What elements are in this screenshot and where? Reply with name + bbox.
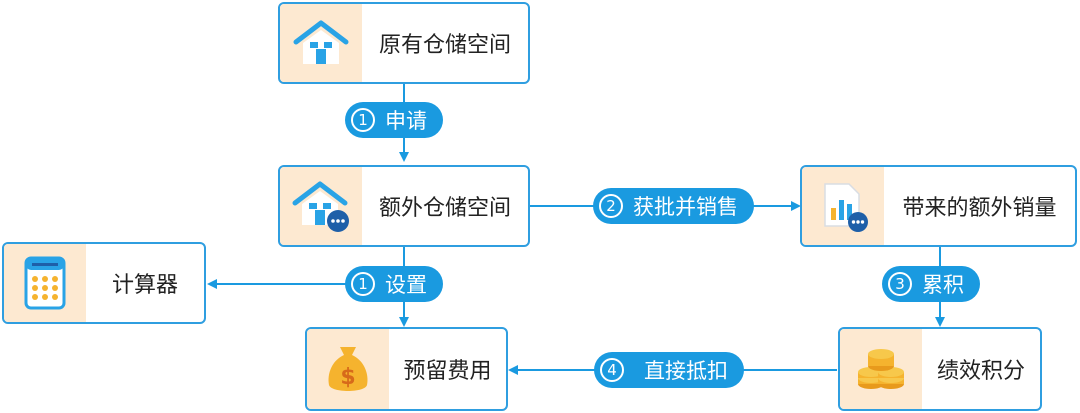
coin-stack-icon (858, 349, 904, 389)
step-label: 设置 (385, 273, 427, 297)
step-number: 1 (351, 108, 375, 132)
step-setup-pill: 1 设置 (345, 266, 443, 302)
node-reserved-fee: $ 预留费用 (305, 327, 508, 411)
step-deduct-pill: 4 直接抵扣 (594, 352, 744, 388)
house-icon (293, 20, 349, 64)
calculator-icon (24, 256, 66, 310)
step-label: 直接抵扣 (644, 359, 728, 383)
step-number: 4 (600, 358, 624, 382)
node-original-storage-label: 原有仓储空间 (378, 33, 511, 58)
step-number: 2 (599, 194, 623, 218)
step-number: 1 (351, 272, 375, 296)
node-calculator-label: 计算器 (111, 273, 178, 298)
step-accumulate-pill: 3 累积 (882, 266, 980, 302)
node-extra-storage: 额外仓储空间 (278, 165, 530, 247)
step-label: 获批并销售 (633, 195, 738, 219)
node-reserved-fee-label: 预留费用 (403, 359, 492, 384)
step-number: 3 (888, 272, 912, 296)
bar-chart-document-icon (824, 183, 868, 232)
node-extra-sales: 带来的额外销量 (800, 165, 1077, 247)
node-extra-sales-label: 带来的额外销量 (902, 196, 1057, 221)
money-bag-icon: $ (328, 347, 368, 391)
node-original-storage: 原有仓储空间 (278, 2, 530, 84)
node-performance-points-label: 绩效积分 (936, 359, 1025, 384)
node-calculator: 计算器 (2, 242, 206, 324)
step-approved-sell-pill: 2 获批并销售 (593, 188, 754, 224)
node-performance-points: 绩效积分 (838, 327, 1042, 411)
house-chat-icon (292, 181, 349, 232)
step-apply-pill: 1 申请 (345, 102, 443, 138)
node-extra-storage-label: 额外仓储空间 (378, 196, 511, 221)
step-label: 累积 (922, 273, 964, 297)
svg-text:$: $ (340, 365, 355, 390)
step-label: 申请 (385, 109, 427, 133)
